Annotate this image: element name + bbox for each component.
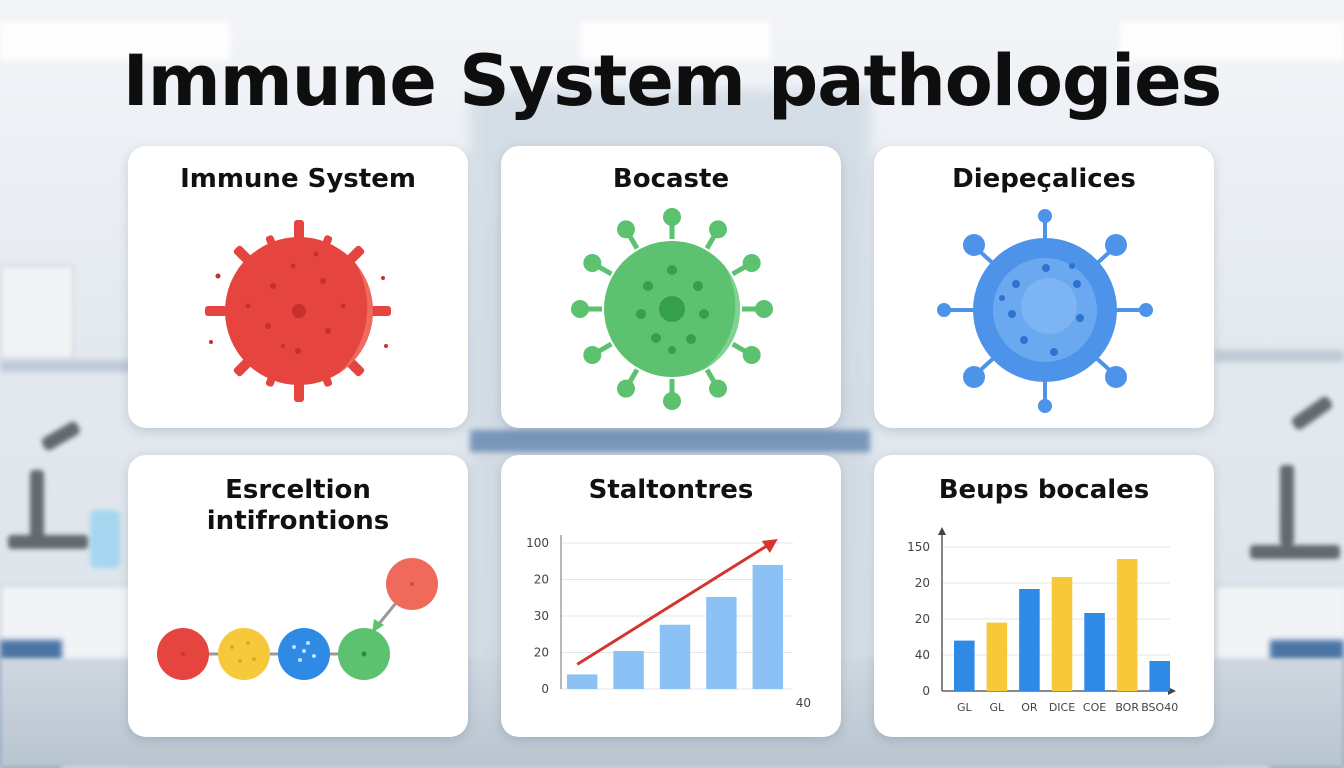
y-tick-label: 40: [915, 648, 930, 662]
bar: [954, 640, 975, 691]
x-category-label: BOR: [1115, 701, 1139, 714]
bar: [1116, 559, 1138, 691]
x-category-label: GL: [990, 701, 1006, 714]
card-title: Bocaste: [612, 164, 730, 194]
red-virus-cell-icon: [205, 220, 391, 402]
bar: [1084, 613, 1105, 691]
x-end-label: 40: [796, 696, 811, 710]
green-virus-cell-icon: [571, 208, 773, 410]
blue-virus-cell-icon: [937, 209, 1153, 413]
bar: [1019, 589, 1040, 691]
y-tick-label: 30: [534, 609, 549, 623]
x-category-label: OR: [1021, 701, 1038, 714]
y-tick-label: 20: [534, 573, 549, 587]
bar: [1051, 577, 1073, 691]
bar: [752, 564, 783, 689]
y-tick-label: 100: [526, 536, 549, 550]
card-esrceltion-intifrontions: Esrceltion intifrontions: [128, 455, 468, 737]
cell-chain-icon: [157, 558, 438, 680]
card-title: Beups bocales: [938, 475, 1150, 505]
trend-arrow-head: [761, 539, 778, 553]
card-title: Staltontres: [588, 475, 754, 505]
y-tick-label: 20: [915, 612, 930, 626]
y-tick-label: 150: [907, 540, 930, 554]
card-title: Diepeçalices: [952, 164, 1136, 194]
card-title-line2: intifrontions: [206, 506, 390, 536]
x-category-label: BSO40: [1141, 701, 1178, 714]
bar: [706, 597, 737, 689]
bar: [986, 622, 1008, 691]
y-tick-label: 0: [922, 684, 930, 698]
y-tick-label: 20: [534, 646, 549, 660]
card-staltontres: Staltontres 100 20 30 20 0 40: [501, 455, 841, 737]
x-category-label: COE: [1083, 701, 1106, 714]
y-tick-label: 0: [541, 682, 549, 696]
card-diepecalices: Diepeçalices: [874, 146, 1214, 428]
x-category-label: GL: [957, 701, 973, 714]
staltontres-bar-chart: 100 20 30 20 0 40: [526, 535, 811, 710]
x-category-label: DICE: [1049, 701, 1075, 714]
bar: [613, 651, 644, 689]
bar: [567, 674, 598, 689]
card-bocaste: Bocaste: [501, 146, 841, 428]
trend-arrow: [576, 542, 771, 666]
page-title: Immune System pathologies: [122, 40, 1222, 122]
card-title: Immune System: [180, 164, 416, 194]
y-tick-label: 20: [915, 576, 930, 590]
card-title-line1: Esrceltion: [225, 475, 371, 505]
bar: [1149, 661, 1170, 691]
card-immune-system: Immune System: [128, 146, 468, 428]
y-axis-arrow: [938, 527, 946, 535]
bar: [659, 624, 691, 689]
